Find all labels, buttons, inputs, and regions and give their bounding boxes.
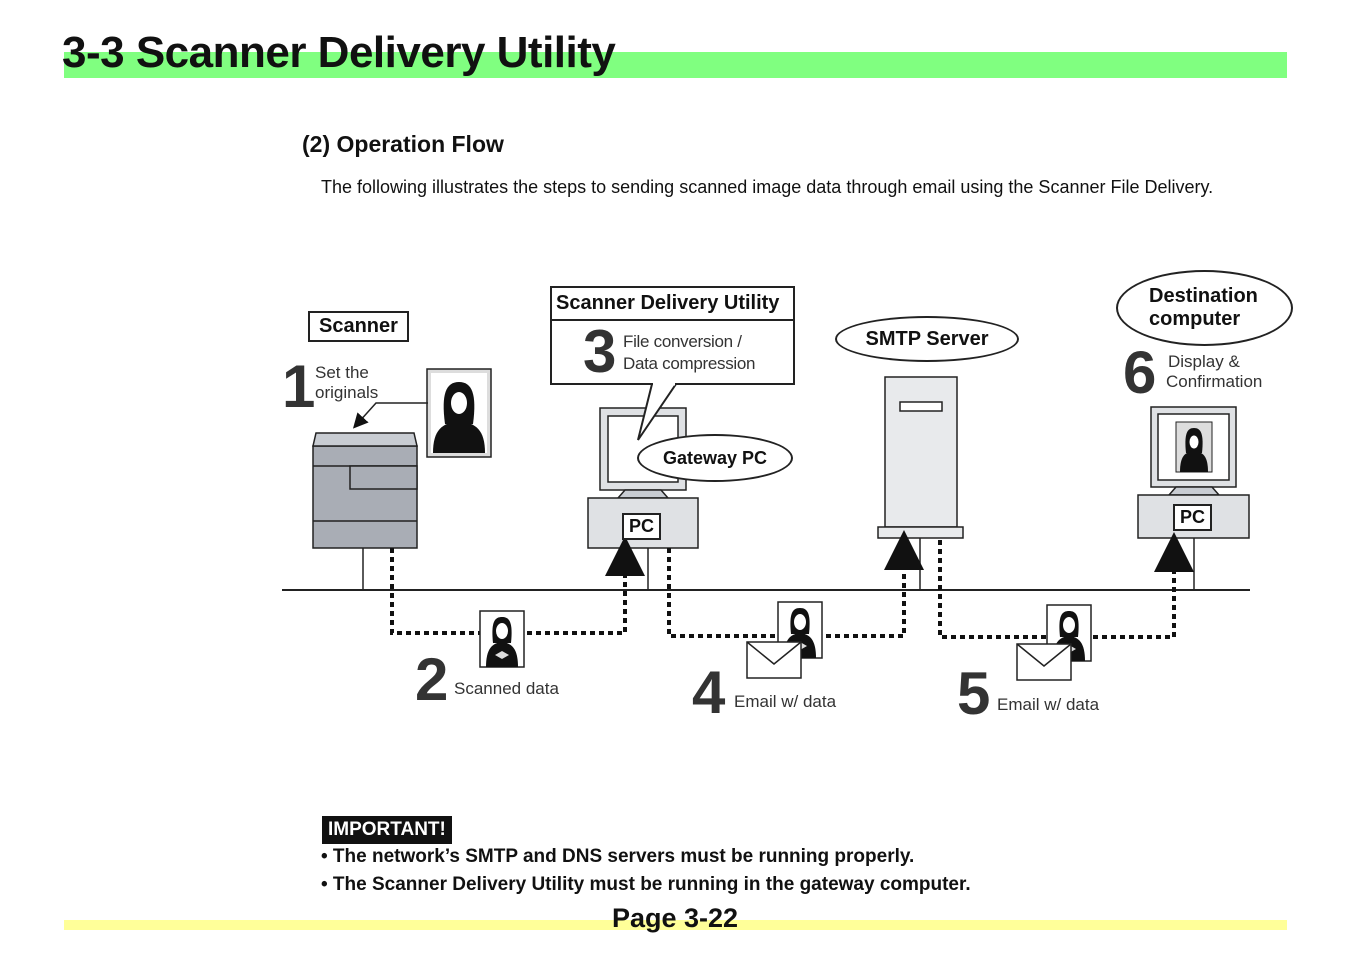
utility-callout <box>550 286 795 441</box>
step-3-text: File conversion / Data compression <box>623 332 756 374</box>
destination-pc-box-label: PC <box>1173 504 1213 531</box>
step-1-number: 1 <box>282 353 316 420</box>
step-6-line2: Confirmation <box>1166 372 1263 391</box>
gateway-pc-label: Gateway PC <box>637 434 793 482</box>
step-3-line1: File conversion / <box>623 332 742 351</box>
step-2-text: Scanned data <box>454 679 559 698</box>
destination-pc-icon <box>1137 406 1250 590</box>
step-1-text: Set the originals <box>315 363 378 403</box>
step-1-line2: originals <box>315 383 379 402</box>
envelope-icon <box>746 641 802 679</box>
gateway-pc-box-label: PC <box>622 513 662 540</box>
step-3-line2: Data compression <box>623 354 756 373</box>
smtp-server-label: SMTP Server <box>835 316 1019 362</box>
destination-computer-label: Destination computer <box>1116 270 1293 346</box>
destination-label-line1: Destination <box>1149 285 1258 307</box>
envelope-icon <box>1016 643 1072 681</box>
set-originals-arrow <box>352 402 428 429</box>
step-6-line1: Display & <box>1168 352 1240 371</box>
email-path-4b <box>826 530 924 638</box>
section-heading: (2) Operation Flow <box>302 131 504 157</box>
scanned-data-icon <box>479 610 525 668</box>
email-path-5b <box>1093 532 1194 639</box>
footer-highlight-bar <box>64 920 1287 930</box>
scanner-device-icon <box>312 432 418 590</box>
step-5-number: 5 <box>957 660 991 727</box>
intro-text: The following illustrates the steps to s… <box>321 177 1214 197</box>
destination-label-line2: computer <box>1149 308 1241 330</box>
title-highlight-bar <box>64 52 1287 78</box>
email-path-4a <box>667 548 778 638</box>
important-bullet-1: • The network’s SMTP and DNS servers mus… <box>321 846 915 867</box>
scanned-data-path-2 <box>527 536 645 635</box>
original-document-icon <box>426 368 492 458</box>
important-bullet-2: • The Scanner Delivery Utility must be r… <box>321 874 971 895</box>
utility-label: Scanner Delivery Utility <box>556 292 780 314</box>
step-4-text: Email w/ data <box>734 692 837 711</box>
scanned-data-path-1 <box>390 548 480 635</box>
step-6-number: 6 <box>1123 339 1157 406</box>
step-4-number: 4 <box>692 659 726 726</box>
step-5-text: Email w/ data <box>997 695 1100 714</box>
page-title: 3-3 Scanner Delivery Utility <box>62 28 616 77</box>
step-2-number: 2 <box>415 646 449 713</box>
step-6-text: Display & Confirmation <box>1166 352 1262 392</box>
page-number: Page 3-22 <box>612 903 739 933</box>
email-path-5a <box>938 540 1047 639</box>
important-tag: IMPORTANT! <box>322 816 452 844</box>
step-1-line1: Set the <box>315 363 369 382</box>
step-3-number: 3 <box>583 318 617 385</box>
smtp-server-icon <box>877 376 964 590</box>
scanner-label: Scanner <box>308 311 409 342</box>
